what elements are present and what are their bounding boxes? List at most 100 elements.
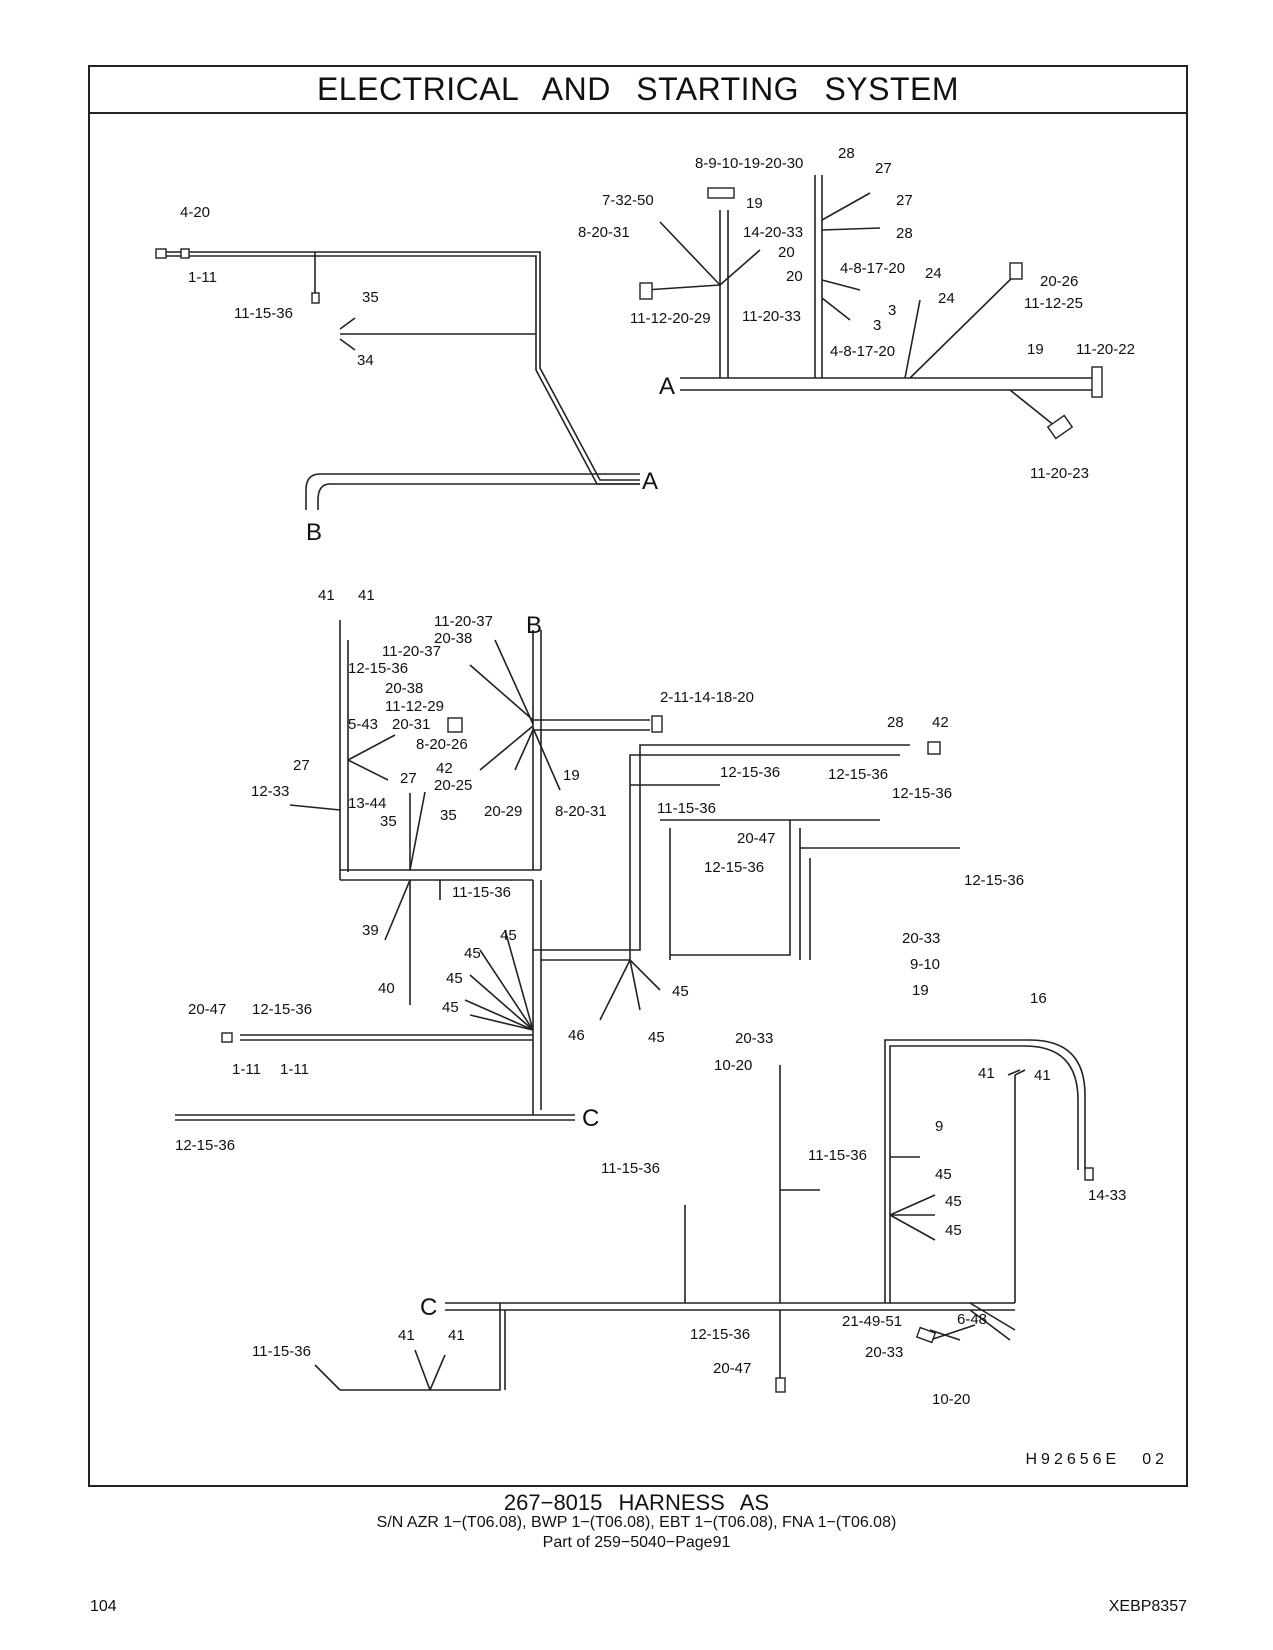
callout-label: 20-25 (434, 777, 472, 794)
callout-label: 28 (887, 714, 904, 731)
callout-label: 45 (648, 1029, 665, 1046)
callout-label: 16 (1030, 990, 1047, 1007)
callout-label: 20-33 (865, 1344, 903, 1361)
connector-11-12-25 (1009, 262, 1023, 280)
connector-8-9-10-19-20-30 (707, 187, 735, 199)
callout-label: 20-33 (735, 1030, 773, 1047)
callout-label: 12-15-36 (964, 872, 1024, 889)
callout-label: 45 (945, 1193, 962, 1210)
callout-label: 9-10 (910, 956, 940, 973)
callout-label: 27 (293, 757, 310, 774)
callout-label: 4-20 (180, 204, 210, 221)
connector-42-right (927, 741, 941, 755)
callout-label: 20-26 (1040, 273, 1078, 290)
callout-label: 12-15-36 (720, 764, 780, 781)
callout-label: 46 (568, 1027, 585, 1044)
callout-label: 12-15-36 (690, 1326, 750, 1343)
callout-label: 20-47 (188, 1001, 226, 1018)
callout-label: 11-12-20-29 (630, 310, 711, 327)
callout-label: 27 (875, 160, 892, 177)
callout-label: 12-15-36 (175, 1137, 235, 1154)
callout-label: 35 (440, 807, 457, 824)
callout-label: 45 (935, 1166, 952, 1183)
callout-label: 2-11-14-18-20 (660, 689, 754, 706)
connector-21-49-51 (915, 1326, 937, 1344)
connector-20-31 (447, 717, 463, 733)
connector-1-11 (180, 248, 190, 259)
callout-label: 20-47 (713, 1360, 751, 1377)
connector-11-20-23 (1046, 414, 1074, 440)
callout-label: 20 (786, 268, 803, 285)
callout-label: 19 (746, 195, 763, 212)
callout-label: 27 (400, 770, 417, 787)
connector-11-20-22 (1091, 366, 1103, 398)
callout-label: 11-20-22 (1076, 341, 1135, 358)
callout-label: 8-9-10-19-20-30 (695, 155, 803, 172)
connector-20-47-left (221, 1032, 233, 1043)
callout-label: 27 (896, 192, 913, 209)
section-marker: C (582, 1105, 599, 1132)
callout-label: 20-29 (484, 803, 522, 820)
callout-label: 41 (448, 1327, 465, 1344)
callout-label: 40 (378, 980, 395, 997)
callout-labels: 4-20 1-11 11-15-36 35 34 8-9-10-19-20-30… (175, 145, 1135, 1408)
callout-label: 11-20-23 (1030, 465, 1089, 482)
callout-label: 11-15-36 (808, 1147, 867, 1164)
callout-label: 9 (935, 1118, 943, 1135)
callout-label: 1-11 (280, 1061, 309, 1078)
callout-label: 45 (442, 999, 459, 1016)
serial-numbers: S/N AZR 1−(T06.08), BWP 1−(T06.08), EBT … (376, 1514, 897, 1531)
section-marker: B (306, 519, 322, 546)
connector-4-20 (155, 248, 167, 259)
title-bar: ELECTRICAL AND STARTING SYSTEM (90, 67, 1186, 114)
connector-11-15-36-upper (311, 292, 320, 304)
callout-label: 20-33 (902, 930, 940, 947)
callout-label: 12-15-36 (828, 766, 888, 783)
callout-label: 11-15-36 (252, 1343, 311, 1360)
connector-2-11-14-18-20 (651, 715, 663, 733)
illustration-revision: 02 (1142, 1451, 1168, 1468)
harness-title: 267−8015 HARNESS AS (503, 1490, 770, 1515)
callout-label: 45 (672, 983, 689, 1000)
callout-label: 12-15-36 (348, 660, 408, 677)
callout-label: 19 (563, 767, 580, 784)
section-marker: C (420, 1294, 437, 1321)
callout-label: 11-20-37 (382, 643, 441, 660)
callout-label: 11-15-36 (601, 1160, 660, 1177)
callout-label: 20 (778, 244, 795, 261)
callout-label: 34 (357, 352, 374, 369)
connector-11-12-20-29 (639, 282, 653, 300)
illustration-number: H92656E (1025, 1451, 1121, 1468)
callout-label: 14-33 (1088, 1187, 1126, 1204)
callout-label: 4-8-17-20 (830, 343, 895, 360)
callout-label: 8-20-26 (416, 736, 468, 753)
callout-label: 1-11 (232, 1061, 261, 1078)
callout-label: 12-15-36 (704, 859, 764, 876)
callout-label: 35 (380, 813, 397, 830)
drawing-frame: ELECTRICAL AND STARTING SYSTEM H92656E 02 (88, 65, 1188, 1487)
callout-label: 41 (318, 587, 335, 604)
callout-label: 42 (932, 714, 949, 731)
section-marker: A (642, 468, 658, 495)
callout-label: 14-20-33 (743, 224, 803, 241)
callout-label: 8-20-31 (578, 224, 630, 241)
callout-label: 3 (888, 302, 896, 319)
callout-label: 20-31 (392, 716, 430, 733)
callout-label: 12-15-36 (892, 785, 952, 802)
callout-label: 21-49-51 (842, 1313, 902, 1330)
harness-wires (160, 175, 1095, 1391)
callout-label: 11-12-29 (385, 698, 444, 715)
callout-label: 45 (464, 945, 481, 962)
callout-label: 45 (500, 927, 517, 944)
document-id: XEBP8357 (1108, 1598, 1187, 1615)
callout-label: 11-15-36 (657, 800, 716, 817)
callout-label: 41 (1034, 1067, 1051, 1084)
callout-label: 28 (896, 225, 913, 242)
callout-label: 13-44 (348, 795, 386, 812)
callout-label: 39 (362, 922, 379, 939)
callout-label: 24 (938, 290, 955, 307)
callout-label: 11-20-37 (434, 613, 493, 630)
callout-label: 45 (945, 1222, 962, 1239)
callout-label: 12-15-36 (252, 1001, 312, 1018)
callout-label: 24 (925, 265, 942, 282)
